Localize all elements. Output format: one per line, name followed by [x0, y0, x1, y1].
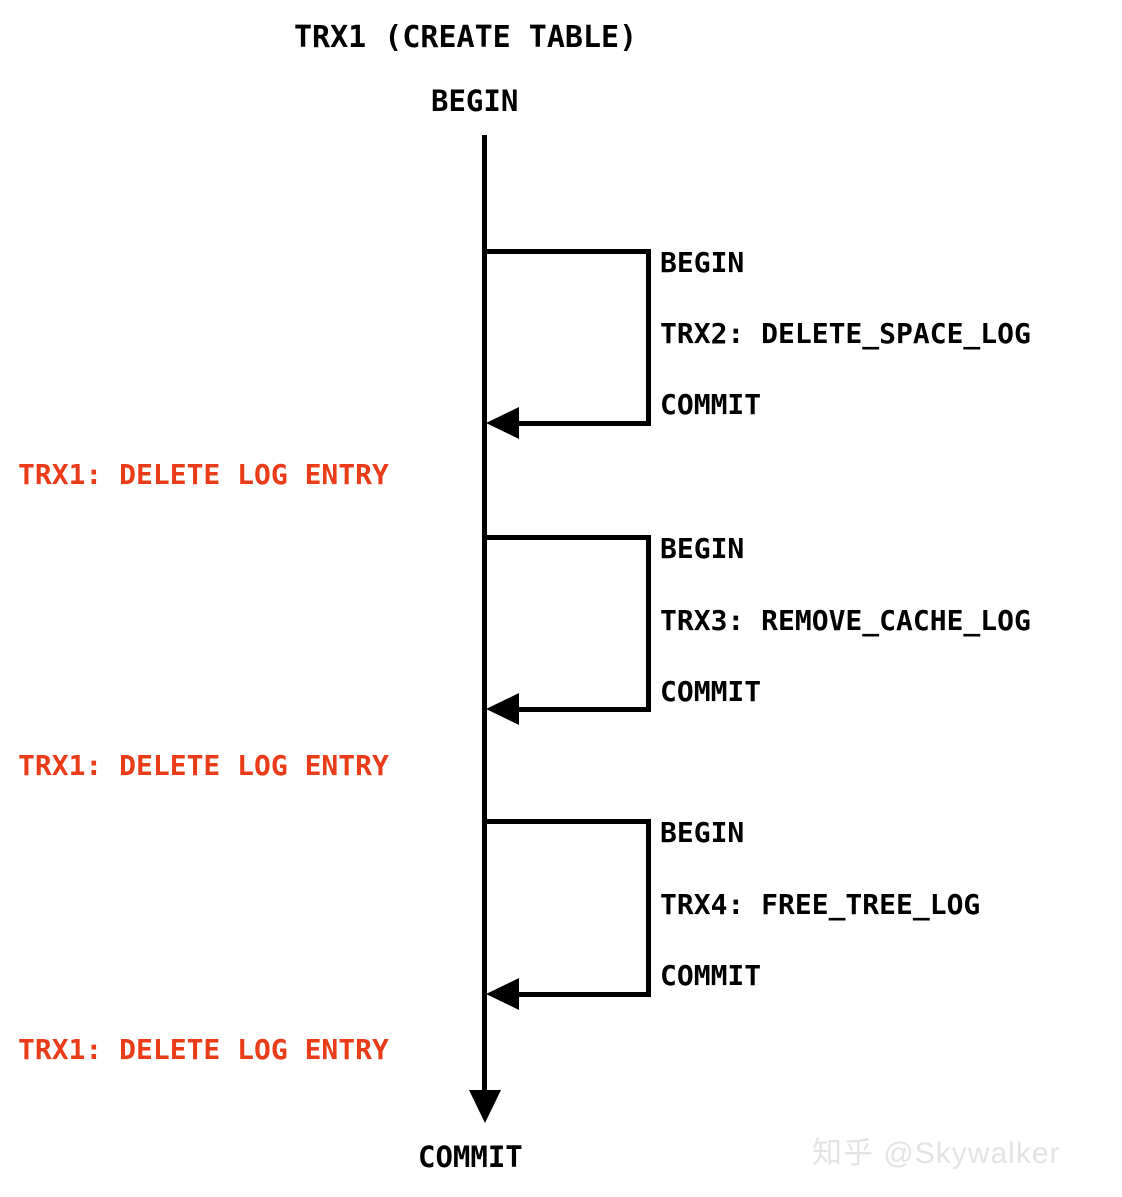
sub-2-commit-label: COMMIT: [660, 675, 762, 708]
branch-2-return-arrowhead-icon: [486, 693, 520, 726]
branch-3-top-line: [486, 819, 651, 824]
branch-1-right-line: [646, 249, 651, 426]
main-begin-label: BEGIN: [431, 84, 519, 118]
branch-2-top-line: [486, 535, 651, 540]
sub-1-operation-label: TRX2: DELETE_SPACE_LOG: [660, 317, 1031, 350]
watermark-text: 知乎 @Skywalker: [812, 1137, 1061, 1170]
sub-3-operation-label: TRX4: FREE_TREE_LOG: [660, 888, 981, 921]
trx1-delete-log-entry-label-1: TRX1: DELETE LOG ENTRY: [18, 458, 389, 491]
branch-1-bottom-line: [510, 421, 651, 426]
diagram-title: TRX1 (CREATE TABLE): [294, 20, 638, 55]
trx1-delete-log-entry-label-3: TRX1: DELETE LOG ENTRY: [18, 1033, 389, 1066]
branch-3-bottom-line: [510, 992, 651, 997]
branch-3-right-line: [646, 819, 651, 996]
main-commit-label: COMMIT: [418, 1140, 523, 1174]
sub-3-commit-label: COMMIT: [660, 959, 762, 992]
branch-2-bottom-line: [510, 707, 651, 712]
sub-1-commit-label: COMMIT: [660, 388, 762, 421]
trx1-delete-log-entry-label-2: TRX1: DELETE LOG ENTRY: [18, 749, 389, 782]
main-timeline-line: [482, 135, 487, 1105]
branch-2-right-line: [646, 535, 651, 712]
branch-1-return-arrowhead-icon: [486, 407, 520, 440]
sub-3-begin-label: BEGIN: [660, 816, 745, 849]
sub-2-operation-label: TRX3: REMOVE_CACHE_LOG: [660, 604, 1031, 637]
main-timeline-arrowhead-icon: [467, 1090, 503, 1124]
sub-1-begin-label: BEGIN: [660, 246, 745, 279]
sub-2-begin-label: BEGIN: [660, 532, 745, 565]
branch-1-top-line: [486, 249, 651, 254]
branch-3-return-arrowhead-icon: [486, 978, 520, 1011]
